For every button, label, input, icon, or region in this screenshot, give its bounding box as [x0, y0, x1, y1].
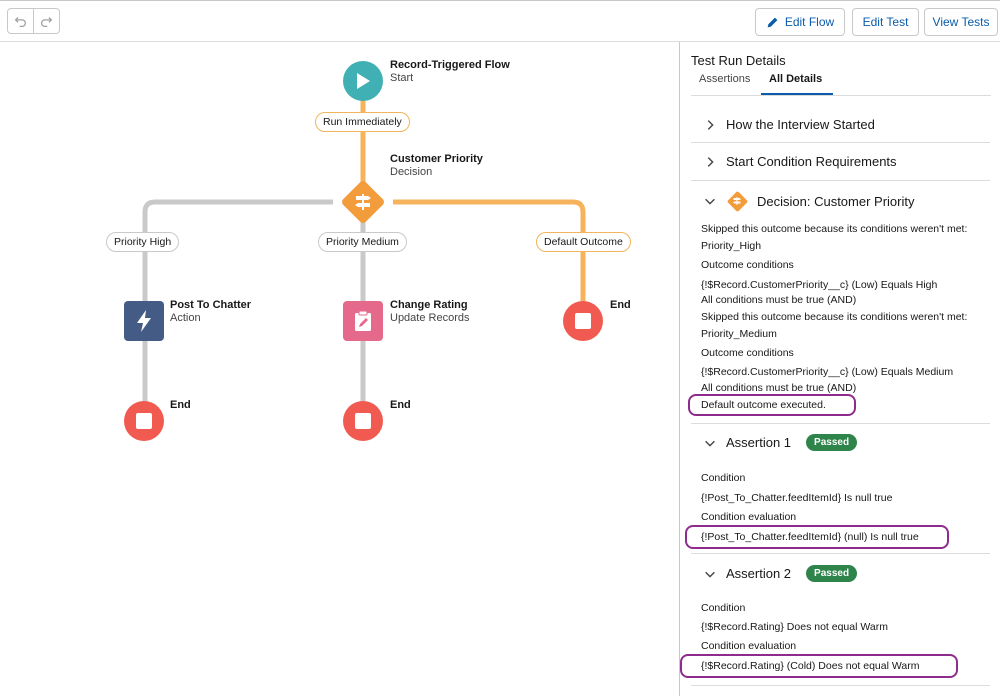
outcome-priority-medium-pill[interactable]: Priority Medium [318, 232, 407, 252]
chevron-down-icon [705, 440, 715, 447]
section-decision: Decision: Customer Priority Skipped this… [688, 181, 990, 424]
stop-icon [575, 313, 591, 329]
section-interview-started[interactable]: How the Interview Started [691, 105, 990, 143]
chevron-right-icon [707, 156, 714, 167]
condition-evaluation-text: {!Post_To_Chatter.feedItemId} (null) Is … [701, 531, 919, 543]
decision-line: All conditions must be true (AND) [701, 382, 857, 394]
decision-line: Skipped this outcome because its conditi… [701, 311, 968, 323]
undo-redo-group [7, 8, 60, 34]
decision-small-icon [726, 190, 749, 213]
connector-priority-high [142, 199, 333, 304]
decision-line: {!$Record.CustomerPriority__c} (Low) Equ… [701, 279, 938, 291]
section-start-condition-label: Start Condition Requirements [726, 154, 897, 169]
start-node[interactable] [343, 61, 383, 101]
run-immediately-pill[interactable]: Run Immediately [315, 112, 410, 132]
decision-line: Outcome conditions [701, 347, 794, 359]
play-icon [357, 73, 370, 89]
decision-line: {!$Record.CustomerPriority__c} (Low) Equ… [701, 366, 954, 378]
highlight-ring [685, 525, 949, 549]
post-to-chatter-title: Post To Chatter [170, 299, 252, 311]
outcome-priority-high-pill[interactable]: Priority High [106, 232, 180, 252]
section-decision-header[interactable]: Decision: Customer Priority [703, 190, 915, 213]
flow-connectors [142, 100, 586, 404]
decision-node-label: Customer Priority Decision [390, 153, 483, 179]
condition-evaluation-label: Condition evaluation [701, 640, 797, 652]
start-node-title: Record-Triggered Flow [390, 59, 510, 71]
stop-icon [355, 413, 371, 429]
decision-node[interactable] [340, 179, 386, 225]
end-node-default[interactable] [563, 301, 603, 341]
decision-line: Skipped this outcome because its conditi… [701, 223, 968, 235]
edit-test-label: Edit Test [862, 15, 909, 29]
post-to-chatter-label: Post To Chatter Action [170, 299, 251, 325]
end-label-default: End [610, 299, 631, 311]
default-outcome-executed: Default outcome executed. [701, 399, 826, 411]
section-assertion-2: Assertion 2 Passed Condition {!$Record.R… [680, 554, 990, 686]
edit-test-button[interactable]: Edit Test [852, 8, 919, 36]
section-decision-label: Decision: Customer Priority [757, 193, 915, 209]
active-tab-underline [761, 93, 833, 95]
tab-all-details[interactable]: All Details [769, 73, 823, 85]
section-start-condition[interactable]: Start Condition Requirements [691, 143, 990, 181]
toolbar: Edit Flow Edit Test View Tests [0, 0, 1000, 42]
outcome-default-pill[interactable]: Default Outcome [536, 232, 631, 252]
chevron-right-icon [707, 119, 714, 130]
condition-text: {!Post_To_Chatter.feedItemId} Is null tr… [701, 492, 893, 504]
chevron-down-icon [705, 198, 715, 205]
view-tests-label: View Tests [932, 15, 990, 29]
start-node-label: Record-Triggered Flow Start [390, 59, 510, 85]
change-rating-subtitle: Update Records [390, 312, 470, 324]
change-rating-title: Change Rating [390, 299, 468, 311]
tab-assertions[interactable]: Assertions [699, 73, 751, 85]
end-node-update[interactable] [343, 401, 383, 441]
assertion-1-title: Assertion 1 [726, 435, 792, 450]
highlight-ring [688, 394, 856, 416]
view-tests-button[interactable]: View Tests [924, 8, 998, 36]
clipboard-edit-icon [355, 310, 371, 331]
condition-evaluation-text: {!$Record.Rating} (Cold) Does not equal … [701, 660, 920, 672]
change-rating-label: Change Rating Update Records [390, 299, 470, 325]
chevron-down-icon [705, 571, 715, 578]
end-label-action: End [170, 399, 191, 411]
post-to-chatter-node[interactable] [124, 301, 164, 341]
pencil-icon [767, 17, 778, 27]
edit-flow-button[interactable]: Edit Flow [755, 8, 845, 36]
condition-text: {!$Record.Rating} Does not equal Warm [701, 621, 888, 633]
panel-title: Test Run Details [691, 53, 786, 68]
end-node-action[interactable] [124, 401, 164, 441]
undo-icon[interactable] [8, 9, 33, 33]
condition-label: Condition [701, 472, 746, 484]
decision-node-title: Customer Priority [390, 153, 483, 165]
assertion-2-title: Assertion 2 [726, 566, 792, 581]
section-assertion-1: Assertion 1 Passed Condition {!Post_To_C… [685, 424, 990, 554]
test-run-details-panel: Test Run Details Assertions All Details … [679, 42, 1000, 696]
edit-flow-label: Edit Flow [784, 15, 835, 29]
redo-icon[interactable] [33, 9, 59, 33]
post-to-chatter-subtitle: Action [170, 312, 201, 324]
assertion-2-header[interactable]: Assertion 2 Passed [703, 565, 858, 582]
decision-line: Outcome conditions [701, 259, 794, 271]
decision-line: Priority_High [701, 240, 762, 252]
condition-evaluation-label: Condition evaluation [701, 511, 797, 523]
decision-node-subtitle: Decision [390, 166, 433, 178]
panel-tabs: Assertions All Details [691, 72, 991, 96]
connector-default-outcome [393, 199, 586, 304]
assertion-1-header[interactable]: Assertion 1 Passed [703, 434, 858, 451]
end-label-update: End [390, 399, 411, 411]
start-node-subtitle: Start [390, 72, 414, 84]
stop-icon [136, 413, 152, 429]
lightning-icon [137, 310, 151, 332]
highlight-ring [680, 654, 958, 678]
decision-icon [355, 194, 371, 210]
status-badge: Passed [806, 434, 858, 451]
decision-line: All conditions must be true (AND) [701, 294, 857, 306]
condition-label: Condition [701, 602, 746, 614]
flow-canvas[interactable]: Record-Triggered Flow Start Run Immediat… [0, 42, 679, 696]
section-interview-label: How the Interview Started [726, 117, 875, 132]
status-badge: Passed [806, 565, 858, 582]
change-rating-node[interactable] [343, 301, 383, 341]
decision-line: Priority_Medium [701, 328, 777, 340]
